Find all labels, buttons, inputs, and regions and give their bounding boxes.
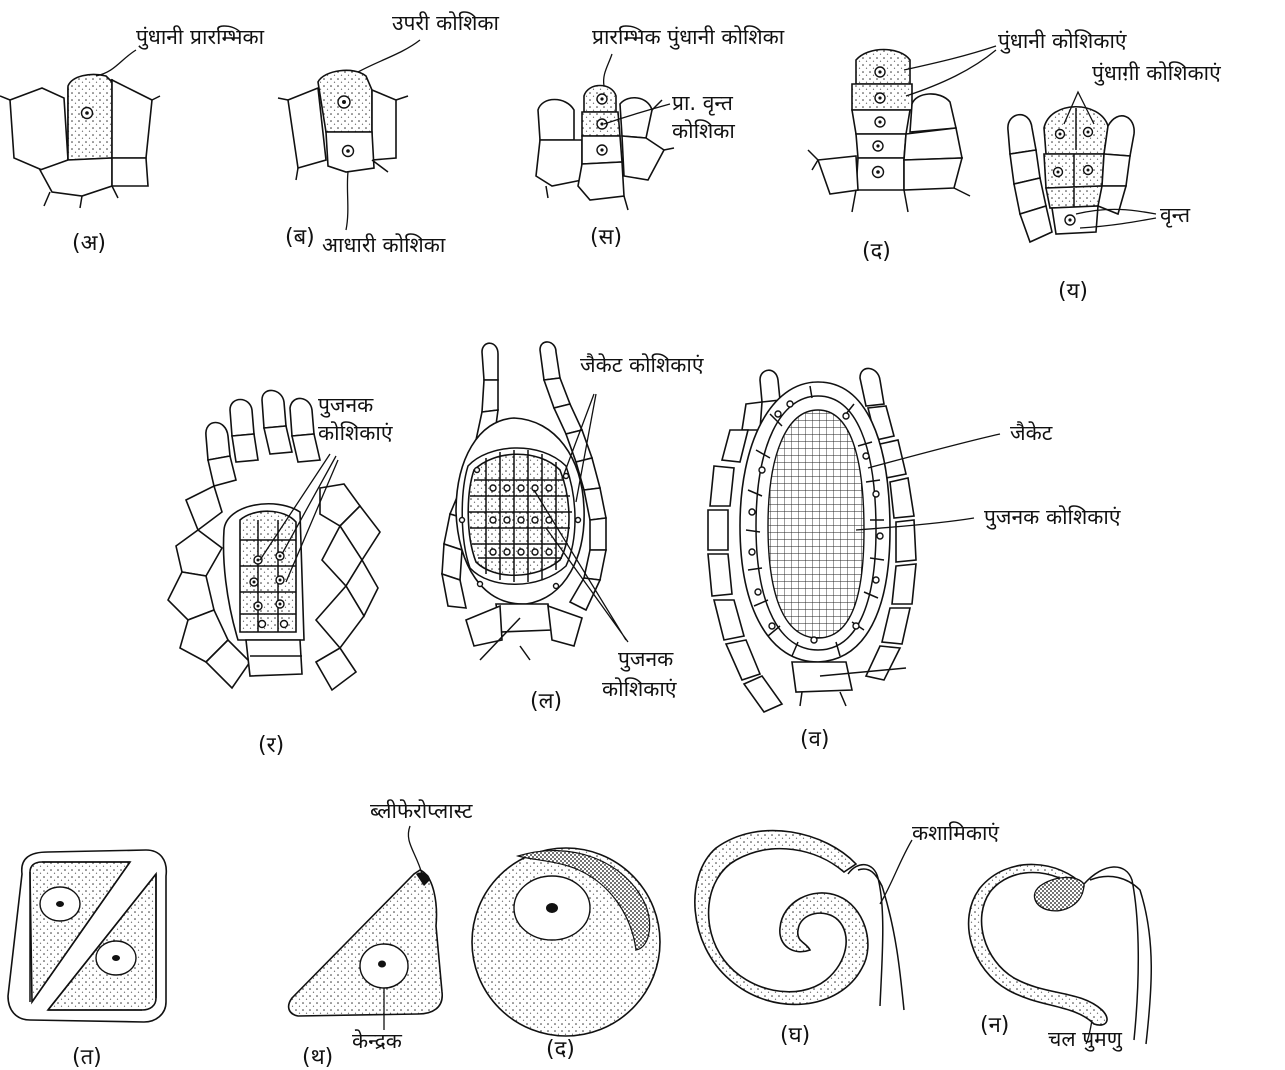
figure-l-rounded-androcyte: (द) (472, 848, 660, 1062)
figure-letter-n: (न) (980, 1013, 1009, 1038)
figure-letter-g: (ल) (530, 689, 562, 714)
figure-e-young-antheridium: पुंधाग़ी कोशिकाएं वृन्त (य) (1008, 61, 1221, 304)
label-androcytes-g-line1: पुजनक (618, 647, 674, 672)
figure-letter-f: (र) (258, 733, 284, 758)
label-basal-cell: आधारी कोशिका (322, 233, 446, 257)
figure-c-primary-cells: प्रारम्भिक पुंधानी कोशिका प्रा. वृन्त को… (536, 25, 785, 250)
label-androcytes-g-line2: कोशिकाएं (602, 677, 677, 701)
figure-j-androcyte-pair: (त) (8, 850, 166, 1070)
figure-letter-b: (ब) (285, 225, 315, 250)
figure-letter-m: (घ) (780, 1023, 810, 1048)
figure-letter-k: (थ) (302, 1045, 333, 1070)
figure-m-coiling-antherozoid: कशामिकाएं (घ) (695, 821, 1000, 1048)
figure-letter-a: (अ) (72, 231, 106, 256)
label-antherozoid: चल पुमणु (1048, 1027, 1123, 1052)
figure-letter-j: (त) (72, 1045, 102, 1070)
figure-letter-d: (द) (862, 239, 891, 264)
figure-a-antheridial-initial: पुंधानी प्रारम्भिका (अ) (0, 25, 265, 256)
label-jacket: जैकेट (1010, 421, 1053, 445)
figure-letter-l: (द) (546, 1037, 575, 1062)
label-antheridial-cells: पुंधानी कोशिकाएं (998, 29, 1127, 54)
label-androcytes-f-line1: पुजनक (318, 393, 374, 418)
label-androcytes-h: पुजनक कोशिकाएं (984, 505, 1121, 530)
figure-g-jacket-and-androcytes: जैकेट कोशिकाएं पुजनक कोशिकाएं (ल) (442, 342, 704, 714)
label-flagella: कशामिकाएं (912, 821, 999, 845)
figure-n-antherozoid: चल पुमणु (न) (969, 864, 1152, 1052)
label-nucleus: केन्द्रक (352, 1029, 403, 1053)
figure-f-androcyte-stage: पुजनक कोशिकाएं (र) (168, 390, 393, 758)
figure-h-mature-antheridium: जैकेट पुजनक कोशिकाएं (व) (708, 368, 1121, 752)
figure-b-outer-and-basal-cell: उपरी कोशिका आधारी कोशिका (ब) (278, 11, 500, 257)
label-antheridial-cells-e: पुंधाग़ी कोशिकाएं (1092, 61, 1221, 86)
label-primary-antheridial-cell: प्रारम्भिक पुंधानी कोशिका (592, 25, 785, 50)
label-androcytes-f-line2: कोशिकाएं (318, 421, 393, 445)
figure-letter-c: (स) (590, 225, 622, 250)
figure-k-androcyte: ब्लीफेरोप्लास्ट केन्द्रक (थ) (289, 799, 473, 1070)
label-primary-stalk-cell-line1: प्रा. वृन्त (672, 91, 734, 116)
label-blepharoplast: ब्लीफेरोप्लास्ट (370, 799, 473, 823)
figure-letter-h: (व) (800, 727, 829, 752)
label-jacket-cells: जैकेट कोशिकाएं (580, 353, 704, 377)
figure-letter-e: (य) (1058, 279, 1088, 304)
label-primary-stalk-cell-line2: कोशिका (672, 119, 735, 143)
label-stalk: वृन्त (1160, 203, 1191, 228)
label-outer-cell: उपरी कोशिका (392, 11, 500, 35)
label-antheridial-initial: पुंधानी प्रारम्भिका (136, 25, 265, 50)
